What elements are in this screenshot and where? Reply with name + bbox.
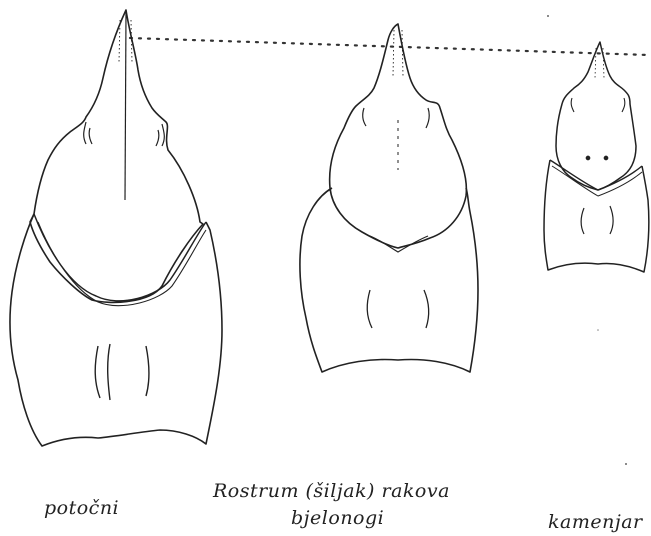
scan-speck	[547, 15, 549, 17]
potocni-areola-groove-3	[146, 346, 149, 396]
bjelonogi-areola-groove-right	[424, 290, 429, 328]
label-kamenjar: kamenjar	[548, 511, 643, 533]
kamenjar-head-outline	[556, 42, 636, 190]
scan-speck	[625, 463, 627, 465]
label-bjelonogi: bjelonogi	[291, 507, 384, 529]
kamenjar-areola-groove-left	[581, 208, 584, 234]
bjelonogi-areola-groove-left	[367, 290, 372, 328]
kamenjar-right-orbit	[622, 98, 625, 112]
reference-dotted-line	[130, 38, 648, 55]
bjelonogi-carapace-outline	[300, 188, 478, 372]
potocni-left-orbit	[84, 122, 92, 144]
potocni-cervical-groove	[34, 214, 206, 301]
bjelonogi-rostrum-keel	[393, 30, 403, 76]
kamenjar-left-orbit	[571, 98, 574, 112]
bjelonogi-right-orbit	[426, 108, 429, 128]
kamenjar-tubercle-1	[586, 156, 589, 159]
specimen-potocni	[10, 10, 222, 446]
potocni-right-orbit	[156, 124, 164, 146]
potocni-rostrum-midline	[125, 12, 126, 200]
kamenjar-areola-groove-right	[610, 206, 613, 234]
specimen-bjelonogi	[300, 24, 478, 372]
specimen-kamenjar	[544, 42, 649, 272]
bjelonogi-cervical-notch	[370, 236, 428, 252]
potocni-areola-groove-2	[108, 344, 110, 400]
bjelonogi-left-orbit	[363, 108, 366, 126]
scan-speck	[597, 329, 599, 331]
caption-title: Rostrum (šiljak) rakova	[213, 480, 450, 502]
label-potocni: potočni	[44, 497, 119, 519]
kamenjar-carapace-outline	[544, 160, 649, 272]
kamenjar-cervical-groove	[550, 160, 642, 190]
kamenjar-tubercle-2	[604, 156, 607, 159]
potocni-areola-groove-1	[95, 346, 100, 398]
